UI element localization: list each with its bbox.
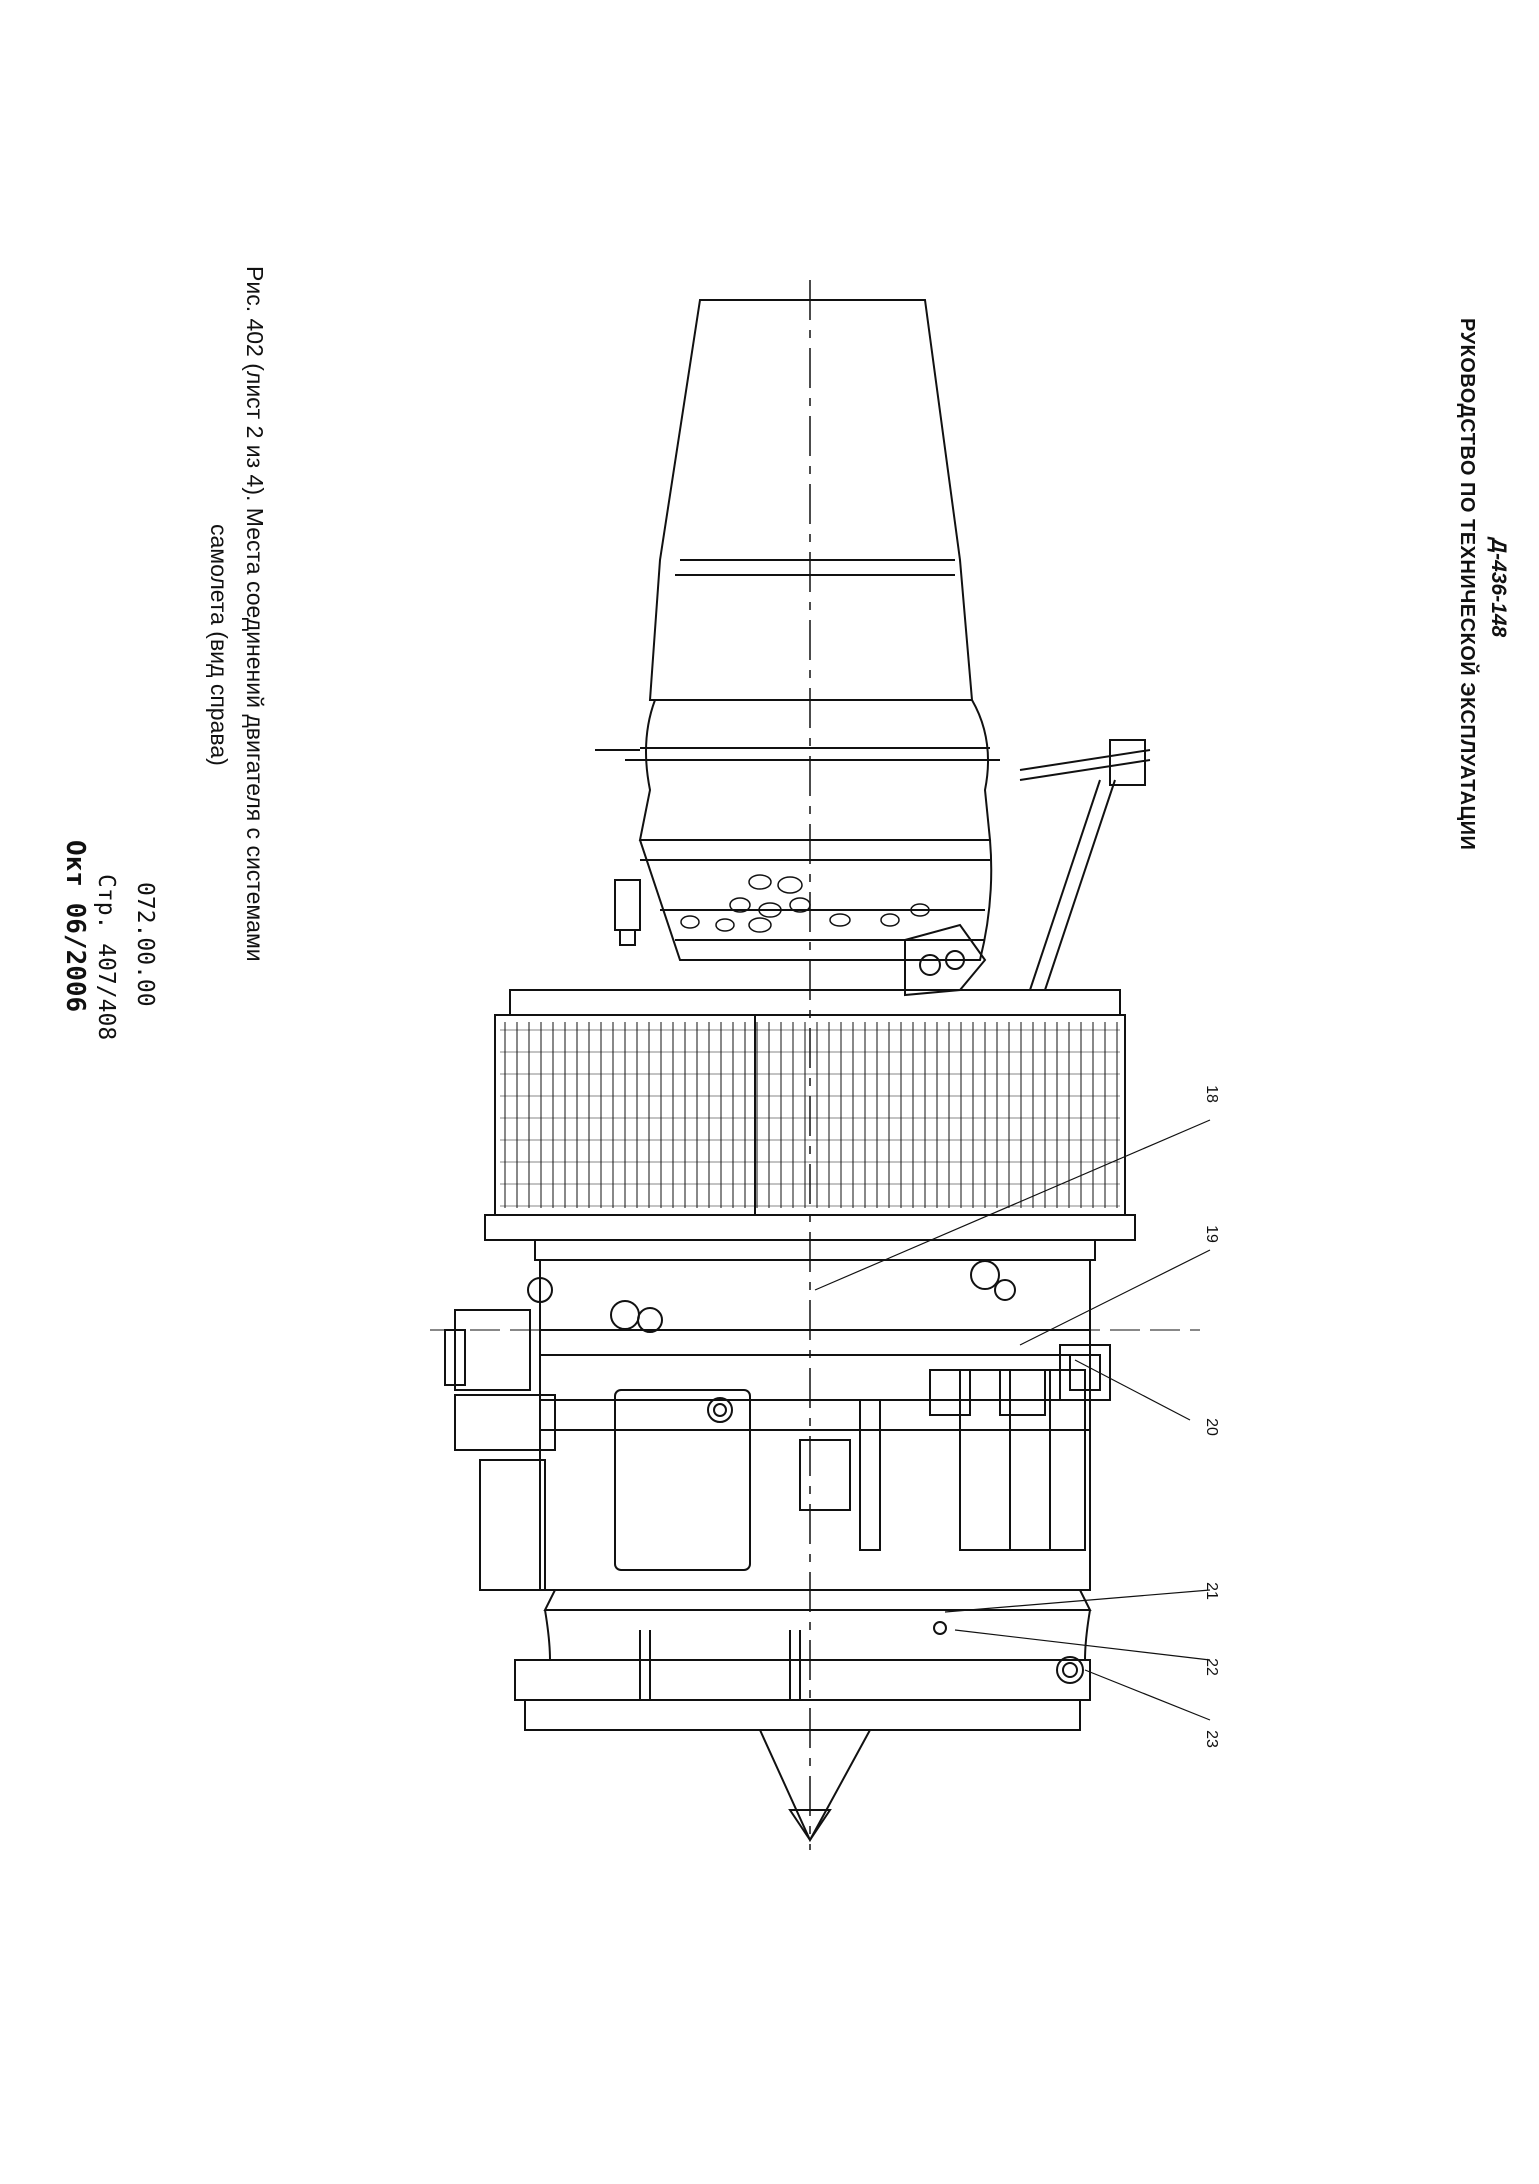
callout-23: 23 [1202, 1730, 1220, 1748]
section-number: 072.00.00 [132, 882, 158, 1007]
manual-title: РУКОВОДСТВО ПО ТЕХНИЧЕСКОЙ ЭКСПЛУАТАЦИИ [1456, 318, 1478, 851]
callout-22: 22 [1202, 1658, 1220, 1676]
revision-date: Окт 06/2006 [60, 840, 90, 1013]
figure-caption-line2: самолета (вид справа) [206, 524, 232, 766]
callout-20: 20 [1202, 1418, 1220, 1436]
callout-18: 18 [1202, 1085, 1220, 1103]
callout-19: 19 [1202, 1225, 1220, 1243]
callout-21: 21 [1202, 1582, 1220, 1600]
doc-code: Д-436-148 [1487, 538, 1510, 638]
page-number: Стр. 407/408 [93, 874, 119, 1041]
figure-caption-line1: Рис. 402 (лист 2 из 4). Места соединений… [242, 266, 268, 962]
